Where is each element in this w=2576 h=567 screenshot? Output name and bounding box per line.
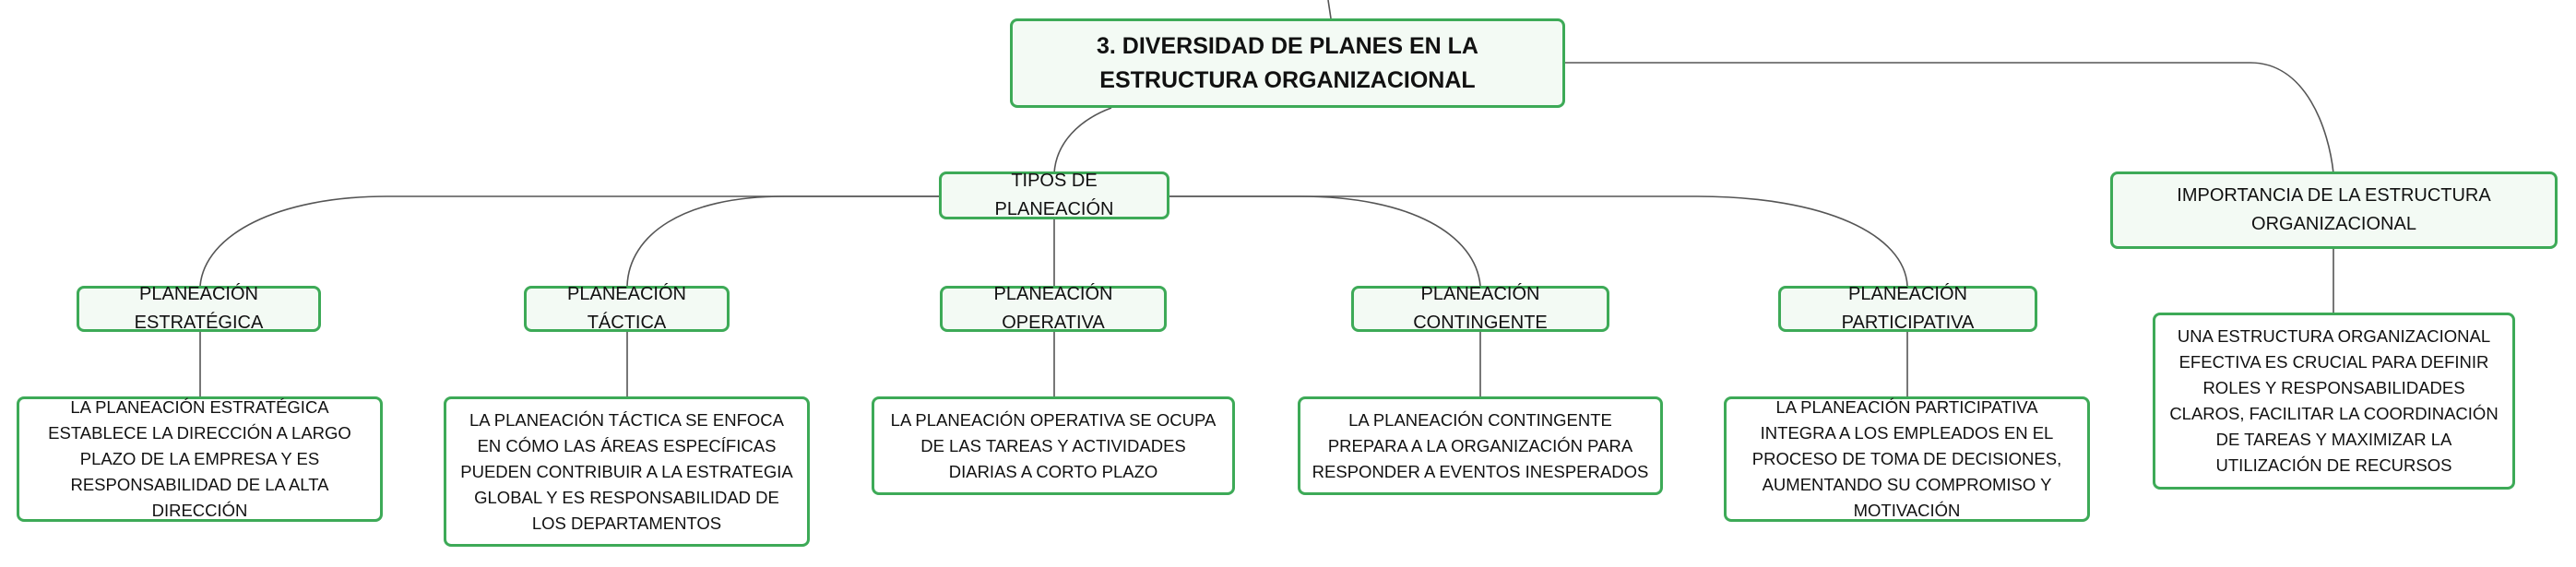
root-topic-label: 3. DIVERSIDAD DE PLANES EN LA ESTRUCTURA… [1097, 32, 1478, 93]
planeacion-operativa-node[interactable]: PLANEACIÓN OPERATIVA [940, 284, 1167, 333]
planeacion-participativa-node[interactable]: PLANEACIÓN PARTICIPATIVA [1778, 284, 2037, 333]
planeacion-estrategica-description[interactable]: LA PLANEACIÓN ESTRATÉGICA ESTABLECE LA D… [17, 396, 383, 522]
planeacion-contingente-label: PLANEACIÓN CONTINGENTE [1413, 284, 1548, 333]
planeacion-estrategica-label: PLANEACIÓN ESTRATÉGICA [134, 284, 264, 333]
importancia-description-text: UNA ESTRUCTURA ORGANIZACIONAL EFECTIVA E… [2169, 326, 2499, 475]
tipos-de-planeacion-node[interactable]: TIPOS DE PLANEACIÓN [939, 171, 1169, 219]
planeacion-contingente-node[interactable]: PLANEACIÓN CONTINGENTE [1351, 284, 1609, 333]
planeacion-participativa-description[interactable]: LA PLANEACIÓN PARTICIPATIVA INTEGRA A LO… [1724, 396, 2090, 522]
planeacion-participativa-description-text: LA PLANEACIÓN PARTICIPATIVA INTEGRA A LO… [1751, 397, 2062, 520]
connector-tipos-contingente [1169, 195, 1481, 287]
root-topic[interactable]: 3. DIVERSIDAD DE PLANES EN LA ESTRUCTURA… [1010, 18, 1565, 108]
planeacion-estrategica-description-text: LA PLANEACIÓN ESTRATÉGICA ESTABLECE LA D… [48, 397, 351, 520]
connector-root-tipos [1053, 107, 1112, 174]
planeacion-contingente-description[interactable]: LA PLANEACIÓN CONTINGENTE PREPARA A LA O… [1298, 396, 1663, 495]
planeacion-tactica-description[interactable]: LA PLANEACIÓN TÁCTICA SE ENFOCA EN CÓMO … [444, 396, 810, 547]
importancia-description[interactable]: UNA ESTRUCTURA ORGANIZACIONAL EFECTIVA E… [2153, 313, 2515, 490]
tipos-de-planeacion-label: TIPOS DE PLANEACIÓN [994, 171, 1114, 219]
planeacion-estrategica-node[interactable]: PLANEACIÓN ESTRATÉGICA [77, 284, 321, 333]
connector-root-importancia [1565, 62, 2334, 174]
connector-tipos-participativa [1169, 195, 1908, 287]
planeacion-contingente-description-text: LA PLANEACIÓN CONTINGENTE PREPARA A LA O… [1312, 409, 1649, 481]
importancia-label: IMPORTANCIA DE LA ESTRUCTURA ORGANIZACIO… [2177, 185, 2491, 234]
planeacion-operativa-description[interactable]: LA PLANEACIÓN OPERATIVA SE OCUPA DE LAS … [872, 396, 1235, 495]
planeacion-tactica-label: PLANEACIÓN TÁCTICA [567, 284, 686, 333]
connector-tipos-tactica [626, 195, 939, 287]
planeacion-tactica-description-text: LA PLANEACIÓN TÁCTICA SE ENFOCA EN CÓMO … [460, 409, 793, 533]
planeacion-operativa-label: PLANEACIÓN OPERATIVA [993, 284, 1113, 333]
planeacion-participativa-label: PLANEACIÓN PARTICIPATIVA [1841, 284, 1975, 333]
planeacion-operativa-description-text: LA PLANEACIÓN OPERATIVA SE OCUPA DE LAS … [890, 409, 1217, 481]
connector-root-incoming [1327, 0, 1332, 19]
importancia-node[interactable]: IMPORTANCIA DE LA ESTRUCTURA ORGANIZACIO… [2110, 171, 2558, 249]
connector-tipos-estrategica [199, 195, 939, 287]
planeacion-tactica-node[interactable]: PLANEACIÓN TÁCTICA [524, 284, 730, 333]
